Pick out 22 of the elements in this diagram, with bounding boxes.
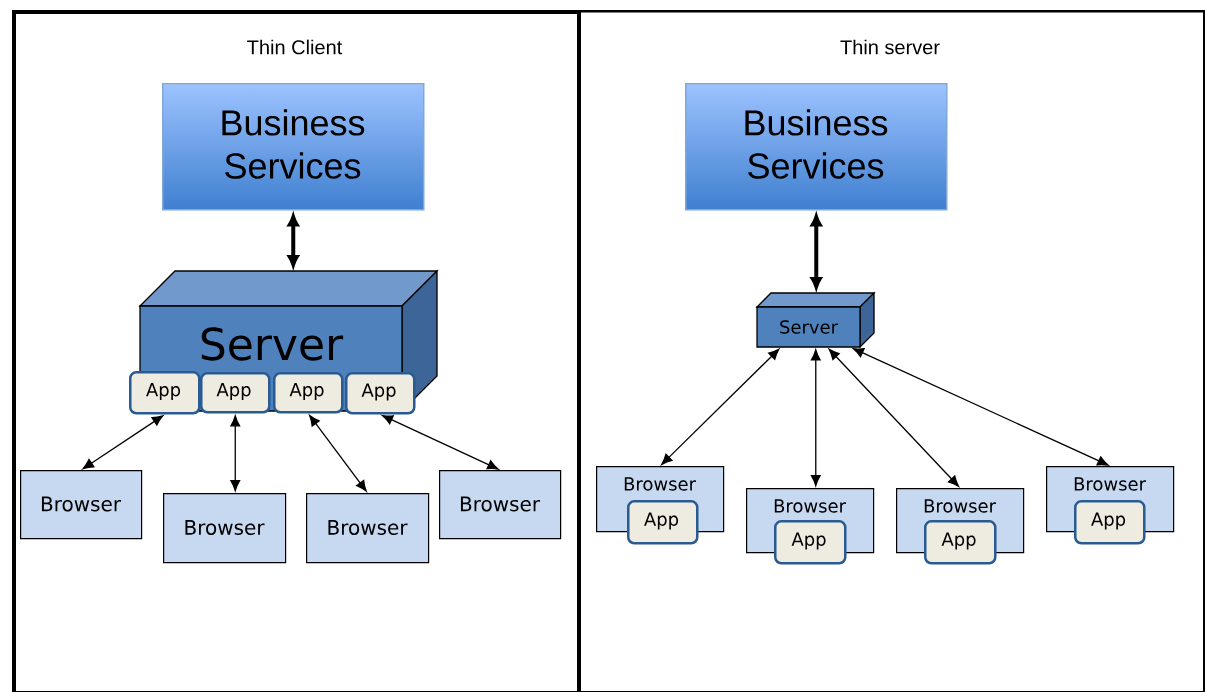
app-box: App [200, 372, 271, 414]
service-box: Business Services [685, 83, 948, 211]
app-box: App [627, 500, 699, 545]
arrow [82, 415, 164, 470]
browser-box: Browser [439, 470, 562, 540]
arrow [381, 414, 499, 470]
app-box: App [273, 372, 344, 414]
arrow [309, 414, 367, 492]
app-box: App [345, 372, 416, 415]
arrow [810, 349, 821, 487]
arrow [661, 348, 780, 465]
app-box: App [774, 520, 847, 565]
arrow [230, 415, 241, 492]
app-box: App [1074, 500, 1146, 545]
browser-box: Browser [163, 493, 287, 564]
app-box: App [924, 520, 997, 565]
service-box: Business Services [162, 83, 425, 211]
arrow [828, 348, 960, 487]
browser-box: Browser [306, 493, 430, 564]
app-box: App [129, 371, 201, 415]
browser-box: Browser [20, 470, 143, 540]
arrow [852, 347, 1109, 466]
